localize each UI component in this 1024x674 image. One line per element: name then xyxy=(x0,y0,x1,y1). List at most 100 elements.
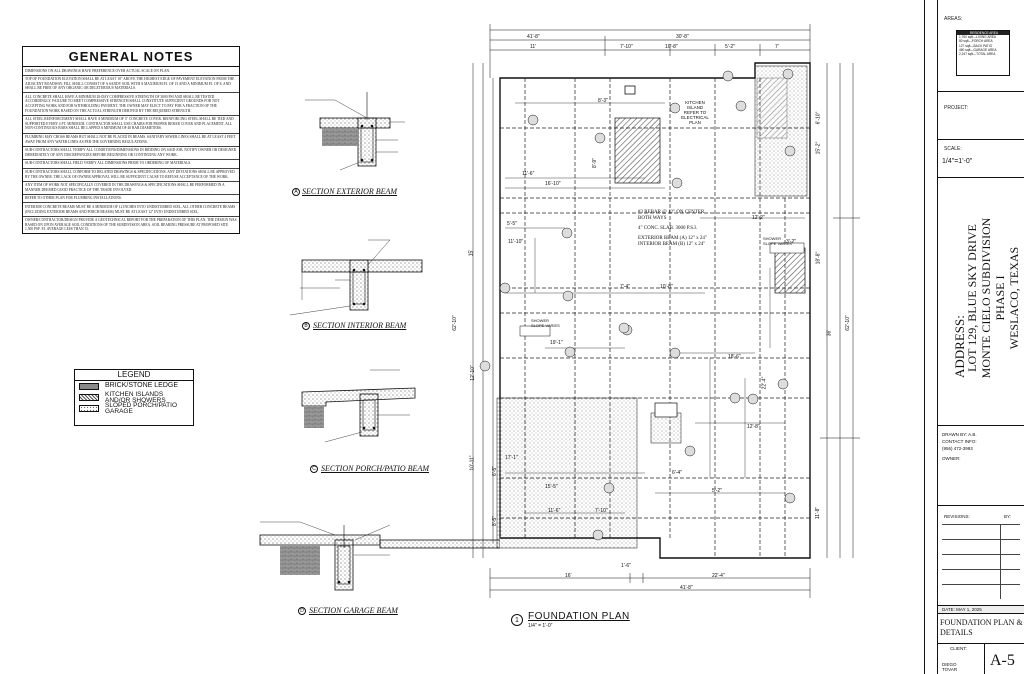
section-interior-label: SECTION INTERIOR BEAM xyxy=(313,321,407,330)
address-line: WESLACO, TEXAS xyxy=(1007,246,1021,350)
area-row: 460 sqft—GARAGE AREA xyxy=(959,47,997,52)
plan-note: #3 REBAR @ 12" ON CENTER BOTH WAYS xyxy=(638,210,705,221)
plan-dim: 41'-8" xyxy=(680,585,693,591)
scale-label: SCALE: xyxy=(944,146,962,152)
scale-cell: SCALE: 1/4"=1'-0" xyxy=(938,140,1024,178)
contact-phone: (956) 472-3993 xyxy=(942,446,973,451)
area-row: 80 sqft—PORCH AREA xyxy=(959,39,993,44)
project-cell: PROJECT: xyxy=(938,92,1024,140)
owner-label: OWNER: xyxy=(942,456,961,461)
revisions-grid xyxy=(942,524,1020,599)
by-label: BY: xyxy=(1004,514,1012,519)
address-line: MONTE CIELO SUBDIVISION xyxy=(979,217,993,379)
legend: LEGEND BRICK/STONE LEDGE KITCHEN ISLANDS… xyxy=(74,369,194,426)
general-notes-title: GENERAL NOTES xyxy=(23,47,239,67)
plan-dim: 10'-8" xyxy=(665,44,678,50)
interior-beam-section xyxy=(289,239,423,316)
area-row: 1,760 sqft—LIVING AREA xyxy=(959,35,997,40)
section-exterior-label: SECTION EXTERIOR BEAM xyxy=(302,187,398,196)
plan-dim: 15'-2" xyxy=(815,141,822,155)
area-row: 127 sqft—BACK PATIO xyxy=(959,43,993,48)
section-number: A xyxy=(292,188,300,196)
plan-dim: 18'-8" xyxy=(815,251,822,265)
note: ALL CONCRETE SHALL HAVE A MINIMUM 28-DAY… xyxy=(23,93,239,116)
note: INTERIOR CONCRETE BEAMS MUST BE A MINIMU… xyxy=(23,203,239,217)
shower-note: SHOWER SLOPE VARIES xyxy=(531,318,560,328)
address-cell: ADDRESS: LOT 129, BLUE SKY DRIVE MONTE C… xyxy=(938,178,1024,426)
plan-dim: 6'-10" xyxy=(815,111,822,125)
section-details-drawing xyxy=(259,92,500,591)
foundation-plan-drawing xyxy=(472,24,860,598)
plan-dim: 5'-2" xyxy=(712,488,722,494)
legend-item: KITCHEN ISLANDS AND/OR SHOWERS xyxy=(75,391,193,404)
plan-dim: 12'-2" xyxy=(752,215,765,221)
shower-note: SHOWER SLOPE VARIES xyxy=(763,236,792,246)
plan-dim: 30'-8" xyxy=(676,34,689,40)
note: SUB-CONTRACTORS SHALL VERIFY ALL CONDITI… xyxy=(23,147,239,160)
plan-dim: 6'-5" xyxy=(491,466,498,476)
plan-slab-notes: #3 REBAR @ 12" ON CENTER BOTH WAYS 4" CO… xyxy=(638,210,708,248)
section-number: B xyxy=(302,322,310,330)
areas-table: RESIDENCE AREA 1,760 sqft—LIVING AREA 80… xyxy=(956,30,1010,76)
porch-beam-section xyxy=(301,369,416,443)
plan-dim: 5'-2" xyxy=(725,44,735,50)
section-porch-label: SECTION PORCH/PATIO BEAM xyxy=(321,464,429,473)
client-name: DIEGO TOVAR xyxy=(942,662,958,672)
plan-dim: 8'-5" xyxy=(491,516,498,526)
note: REFER TO OTHER PLAN FOR PLUMBING INSTALL… xyxy=(23,195,239,204)
legend-item: BRICK/STONE LEDGE xyxy=(75,381,193,392)
note: OWNER/CONTRACTOR/DESIGN PROVIDE A GEOTEC… xyxy=(25,218,237,232)
note: ANY ITEM OF WORK NOT SPECIFICALLY COVERE… xyxy=(23,182,239,195)
brick-ledge-swatch xyxy=(79,383,99,390)
project-label: PROJECT: xyxy=(944,105,969,111)
plan-dim: 1'-6" xyxy=(621,563,631,569)
legend-label: SLOPED PORCH/PATIO GARAGE xyxy=(105,402,177,415)
exterior-beam-section xyxy=(305,92,405,171)
general-notes: GENERAL NOTES DIMENSIONS ON ALL DRAWINGS… xyxy=(22,46,240,235)
plan-dim: 11' xyxy=(530,44,537,50)
scale-value: 1/4"=1'-0" xyxy=(942,158,973,165)
address-line: LOT 129, BLUE SKY DRIVE xyxy=(965,224,979,372)
foundation-plan-title: FOUNDATION PLAN xyxy=(528,611,630,622)
areas-cell: AREAS: RESIDENCE AREA 1,760 sqft—LIVING … xyxy=(938,0,1024,92)
plan-dim: 12'-10" xyxy=(469,365,476,381)
plan-dim: 15' xyxy=(468,249,475,257)
plan-dim: 18'-6" xyxy=(728,354,741,360)
porch-stipple-swatch xyxy=(79,405,99,412)
section-number: D xyxy=(298,607,306,615)
client-cell: CLIENT: DIEGO TOVAR A-5 xyxy=(938,644,1024,674)
plan-number: 1 xyxy=(511,614,523,626)
legend-label: BRICK/STONE LEDGE xyxy=(105,382,179,389)
note: PLUMBING MAY CROSS BEAMS BUT SHALL NOT B… xyxy=(23,134,239,147)
note: ALL STEEL REINFORCEMENT SHALL HAVE A MIN… xyxy=(23,116,239,134)
legend-label: KITCHEN ISLANDS AND/OR SHOWERS xyxy=(105,391,166,404)
kitchen-hatch-swatch xyxy=(79,394,99,401)
plan-dim: 36' xyxy=(826,329,833,337)
sheet-title: FOUNDATION PLAN & DETAILS xyxy=(940,618,1023,637)
plan-dim: 17'-1" xyxy=(505,455,518,461)
plan-dim: 62'-10" xyxy=(451,315,458,331)
client-label: CLIENT: xyxy=(950,646,967,651)
sheet-number: A-5 xyxy=(990,652,1015,669)
garage-beam-section xyxy=(259,521,500,591)
drawn-by-cell: DRAWN BY: A.B. CONTACT INFO: (956) 472-3… xyxy=(938,426,1024,506)
plan-dim: 11'-10" xyxy=(508,239,524,245)
foundation-plan-scale: 1/4" = 1'-0" xyxy=(528,623,553,629)
plan-dim: 16'-10" xyxy=(545,181,561,187)
plan-dim: 22'-4" xyxy=(761,376,768,390)
plan-note: EXTERIOR BEAM (A) 12" x 24" xyxy=(638,236,707,241)
plan-dim: 10'-11" xyxy=(469,455,476,471)
note: DIMENSIONS ON ALL DRAWINGS HAVE PREFEREN… xyxy=(23,67,239,76)
plan-dim: 7' xyxy=(775,44,779,50)
contact-label: CONTACT INFO: xyxy=(942,439,977,444)
address-line: PHASE I xyxy=(993,275,1007,321)
area-row: 2,247 sqft—TOTAL AREA xyxy=(959,52,996,57)
plan-dim: 11'-8" xyxy=(815,506,822,520)
section-number: C xyxy=(310,465,318,473)
plan-note: 4" CONC. SLAB. 3000 P.S.I. xyxy=(638,226,698,231)
date-cell: DATE: MAY 1, 2025 xyxy=(938,606,1024,614)
legend-item: SLOPED PORCH/PATIO GARAGE xyxy=(75,402,193,415)
plan-dim: 22'-4" xyxy=(712,573,725,579)
areas-header: RESIDENCE AREA xyxy=(957,31,1009,36)
